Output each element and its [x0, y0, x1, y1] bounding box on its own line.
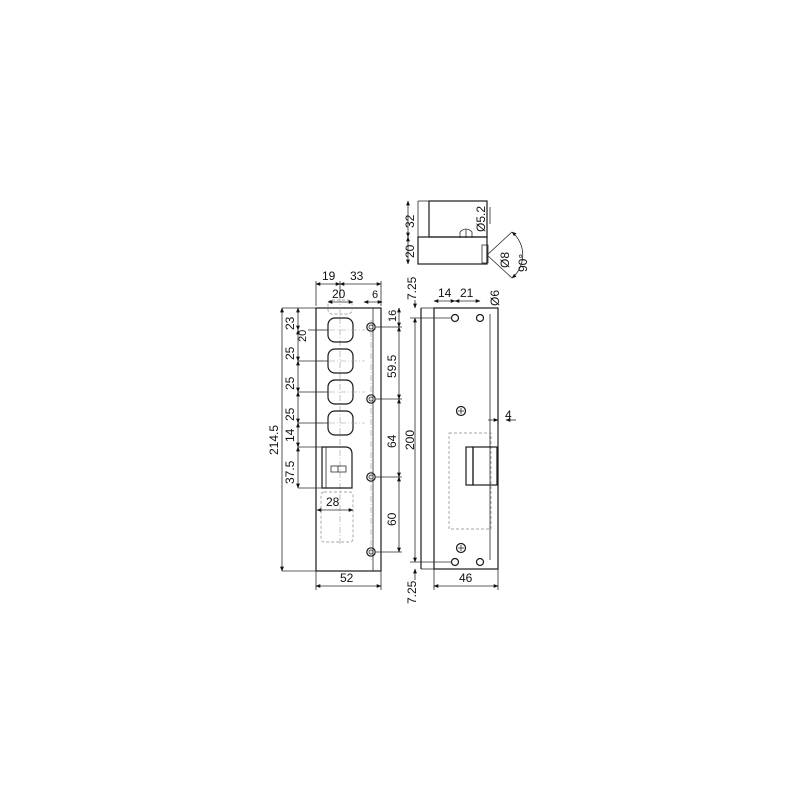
dim-bore: Ø5.2	[474, 206, 488, 232]
dim-200: 200	[403, 430, 417, 450]
dim-60: 60	[385, 512, 399, 526]
dim-46: 46	[459, 571, 473, 585]
dim-52: 52	[340, 571, 354, 585]
latch-opening	[321, 446, 353, 489]
dim-7-25-top: 7.25	[405, 276, 419, 300]
dim-20-slot-height: 20	[297, 330, 309, 342]
dim-64: 64	[385, 434, 399, 448]
dim-214-5: 214.5	[267, 425, 281, 455]
dim-angle: 90°	[516, 254, 530, 272]
dim-28: 28	[326, 495, 340, 509]
dim-pin: Ø8	[498, 252, 512, 268]
dim-23: 23	[283, 316, 297, 330]
dim-6: 6	[372, 289, 378, 301]
dim-16: 16	[387, 310, 399, 322]
dim-59-5: 59.5	[385, 354, 399, 378]
rear-view: 7.25 200 7.25 14 21 Ø6 4 46	[403, 276, 516, 604]
dim-hole-dia: Ø6	[488, 290, 502, 306]
dim-21: 21	[460, 286, 474, 300]
faceplate-outline	[315, 307, 382, 572]
dim-7-25-bottom: 7.25	[405, 580, 419, 604]
dim-14-rear: 14	[438, 286, 452, 300]
dim-25-a: 25	[283, 346, 297, 360]
dim-14: 14	[283, 428, 297, 442]
front-view: 19 33 20 6 214.5 23 20 25 25 25 14 37.5 …	[267, 269, 402, 590]
dim-20-slot: 20	[332, 287, 346, 301]
side-view: 32 20 Ø5.2 Ø8 90°	[403, 200, 530, 279]
screw-icon	[455, 542, 467, 554]
dim-19: 19	[322, 269, 336, 283]
dim-33: 33	[350, 269, 364, 283]
screw-icon	[455, 405, 467, 417]
latch-tongue	[472, 446, 498, 486]
dim-37-5: 37.5	[283, 460, 297, 484]
dim-4: 4	[505, 408, 512, 422]
dim-32: 32	[403, 214, 417, 228]
dim-25-c: 25	[283, 407, 297, 421]
dim-25-b: 25	[283, 376, 297, 390]
strike-body-outline	[433, 307, 499, 570]
strike-body-bottom	[417, 236, 488, 265]
dim-20-side: 20	[403, 244, 417, 258]
